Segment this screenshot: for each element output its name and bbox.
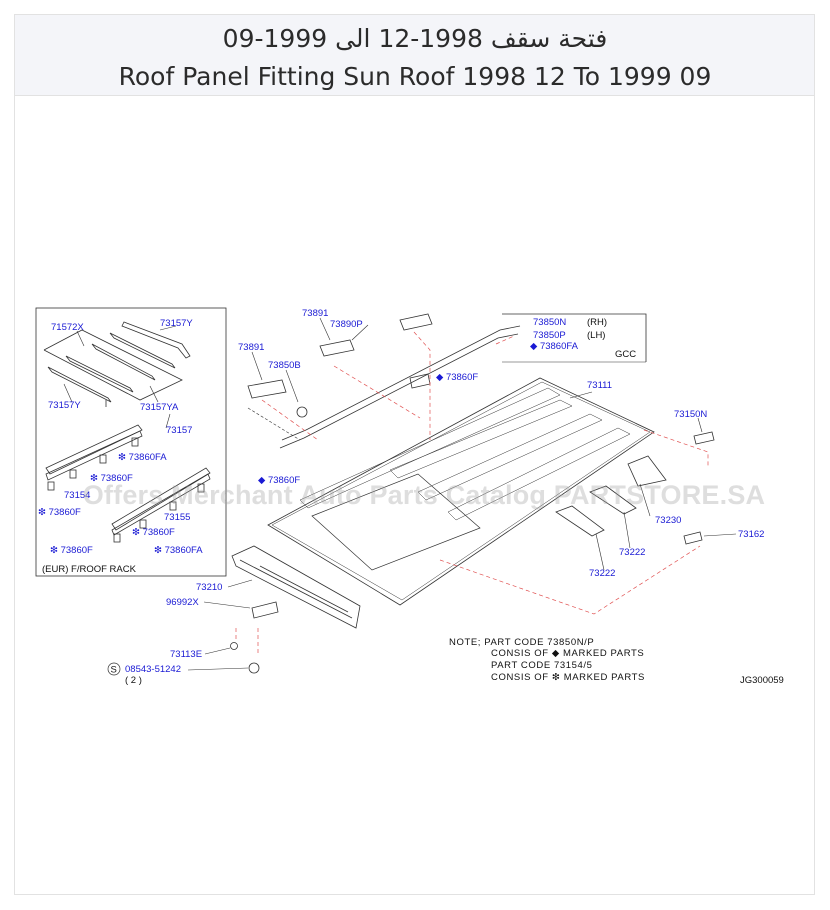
title-arabic: فتحة سقف 1998-12 الى 1999-09 (222, 24, 608, 53)
guide-lines (247, 407, 301, 441)
note-line-2: CONSIS OF ◆ MARKED PARTS (491, 648, 644, 659)
label-73113e[interactable]: 73113E (170, 649, 202, 660)
label-rh: (RH) (587, 317, 607, 328)
roof-rails (45, 424, 211, 543)
label-73860fa-gcc[interactable]: ◆ 73860FA (530, 341, 579, 352)
label-73157y-top[interactable]: 73157Y (160, 318, 193, 329)
label-73860f-d[interactable]: ❇ 73860F (50, 545, 93, 556)
label-73860fa-a[interactable]: ❇ 73860FA (118, 452, 167, 463)
label-73850n[interactable]: 73850N (533, 317, 566, 328)
page-frame (14, 14, 815, 895)
header-bar (15, 15, 814, 96)
label-73891-top[interactable]: 73891 (302, 308, 328, 319)
label-73850b[interactable]: 73850B (268, 360, 301, 371)
label-73157y-bottom[interactable]: 73157Y (48, 400, 81, 411)
label-73230[interactable]: 73230 (655, 515, 681, 526)
roof-rack-inset-box (35, 307, 227, 577)
label-08543-51242[interactable]: 08543-51242 (125, 664, 181, 675)
label-73154[interactable]: 73154 (64, 490, 90, 501)
roof-side-rail (279, 325, 521, 449)
label-73157ya[interactable]: 73157YA (140, 402, 179, 413)
label-73155[interactable]: 73155 (164, 512, 190, 523)
dashed-leaders (235, 331, 709, 654)
label-73860fa-b[interactable]: ❇ 73860FA (154, 545, 203, 556)
front-header-panel (231, 545, 361, 629)
watermark: Offers Merchant Auto Parts Catalog PARTS… (82, 480, 766, 510)
quantity-label: ( 2 ) (125, 675, 142, 686)
label-73157[interactable]: 73157 (166, 425, 192, 436)
solid-leaders (63, 317, 737, 671)
inset-caption: (EUR) F/ROOF RACK (42, 564, 137, 575)
label-73860f-b[interactable]: ❇ 73860F (38, 507, 81, 518)
clip-parts (230, 313, 433, 674)
s-mark-letter: S (111, 665, 117, 676)
label-73891-left[interactable]: 73891 (238, 342, 264, 353)
gcc-box-outline (502, 313, 647, 362)
roof-panel (267, 377, 655, 606)
label-73860f-mid[interactable]: ◆ 73860F (436, 372, 478, 383)
note-line-1: NOTE; PART CODE 73850N/P (449, 637, 594, 648)
roof-reinforcements (555, 431, 715, 545)
crossbar-assembly (43, 321, 191, 407)
title-english: Roof Panel Fitting Sun Roof 1998 12 To 1… (118, 62, 712, 91)
label-gcc: GCC (615, 349, 636, 360)
label-73162[interactable]: 73162 (738, 529, 764, 540)
label-73210[interactable]: 73210 (196, 582, 222, 593)
label-73222-a[interactable]: 73222 (619, 547, 645, 558)
label-71572x[interactable]: 71572X (51, 322, 84, 333)
label-73860f-c[interactable]: ❇ 73860F (132, 527, 175, 538)
diagram-code: JG300059 (740, 675, 784, 686)
label-73150n[interactable]: 73150N (674, 409, 707, 420)
label-73850p[interactable]: 73850P (533, 330, 566, 341)
label-73860f-a[interactable]: ❇ 73860F (90, 473, 133, 484)
label-lh: (LH) (587, 330, 605, 341)
label-73890p[interactable]: 73890P (330, 319, 363, 330)
label-73222-b[interactable]: 73222 (589, 568, 615, 579)
label-96992x[interactable]: 96992X (166, 597, 199, 608)
label-73111[interactable]: 73111 (587, 380, 612, 391)
note-line-4: CONSIS OF ❇ MARKED PARTS (491, 672, 645, 683)
standard-part-s-mark (107, 662, 121, 676)
label-73860f-low[interactable]: ◆ 73860F (258, 475, 300, 486)
note-line-3: PART CODE 73154/5 (491, 660, 593, 671)
